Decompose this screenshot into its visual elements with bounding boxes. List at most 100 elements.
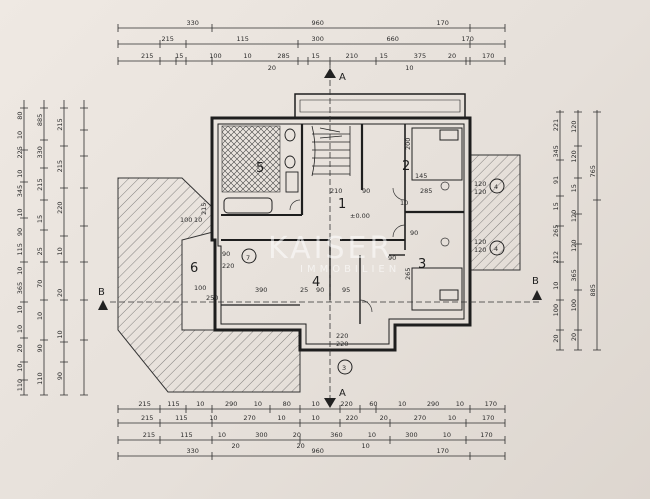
dim-right-0-3: 15 — [552, 202, 560, 210]
dim-bottom-2-5: 360 — [330, 431, 342, 439]
dim-bottom-1-1: 115 — [175, 414, 187, 422]
dim-top-2-1: 15 — [175, 52, 183, 60]
dim-bottom-0-2: 10 — [196, 400, 204, 408]
dim-right-0-7: 100 — [552, 304, 560, 316]
dim-bottom-1-0: 215 — [141, 414, 153, 422]
dim-left-2-3: 10 — [56, 247, 64, 255]
dim-right-0-1: 345 — [552, 145, 560, 157]
dim-bottom-1-3: 270 — [243, 414, 255, 422]
dim-room5-0: 215 — [200, 203, 208, 215]
dim-left-0-0: 80 — [16, 111, 24, 119]
circle-label-4a: 4 — [494, 183, 498, 191]
dim-room2-1: 145 — [415, 172, 427, 180]
dim-bottom-0-0: 215 — [138, 400, 150, 408]
dim-top-2-7: 15 — [380, 52, 388, 60]
dim-bottom-0-3: 290 — [225, 400, 237, 408]
dim-top-3-1: 10 — [405, 64, 413, 72]
dim-right-2-0: 765 — [589, 165, 597, 177]
dim-left-1-8: 110 — [36, 372, 44, 384]
dim-top-1-1: 115 — [237, 35, 249, 43]
dim-room5-1: 100 — [180, 216, 192, 224]
dim-top-0-0: 330 — [187, 19, 199, 27]
dim-left-0-14: 110 — [16, 379, 24, 391]
dim-top-2-5: 15 — [312, 52, 320, 60]
window-dim-2: 120 — [474, 238, 486, 246]
dim-bottom-2-7: 300 — [405, 431, 417, 439]
dim-left-0-7: 115 — [16, 243, 24, 255]
dim-left-0-1: 10 — [16, 131, 24, 139]
dim-left-0-9: 365 — [16, 282, 24, 294]
staircase — [311, 125, 351, 177]
dim-left-0-10: 10 — [16, 305, 24, 313]
dim-top-1-4: 170 — [462, 35, 474, 43]
room-label-1: 1 — [338, 197, 346, 212]
dim-top-1-3: 660 — [387, 35, 399, 43]
dim-right-0-6: 10 — [552, 282, 560, 290]
dim-right-1-1: 120 — [570, 150, 578, 162]
window-dim-1: 120 — [474, 188, 486, 196]
dim-left-2-2: 220 — [56, 202, 64, 214]
dim-bottom-2-8: 10 — [443, 431, 451, 439]
dim-stair-0: 210 — [330, 187, 342, 195]
circle-markers — [241, 178, 505, 375]
dim-left-0-12: 20 — [16, 344, 24, 352]
dim-room6_7-3: 250 — [206, 294, 218, 302]
dim-top-2-9: 20 — [448, 52, 456, 60]
dim-top-2-2: 100 — [209, 52, 221, 60]
dim-bottom-4-2: 170 — [437, 447, 449, 455]
dim-bath_mid-0: 220 — [336, 332, 348, 340]
dim-bath_mid-1: 220 — [336, 340, 348, 348]
dim-top-2-6: 210 — [346, 52, 358, 60]
dim-right-1-3: 120 — [570, 210, 578, 222]
window-dim-3: 120 — [474, 246, 486, 254]
section-B-right: B — [532, 276, 539, 287]
dim-left-0-13: 10 — [16, 364, 24, 372]
dim-stair-2: 285 — [420, 187, 432, 195]
dim-room4-0: 390 — [255, 286, 267, 294]
dim-bottom-2-9: 170 — [480, 431, 492, 439]
dim-left-2-0: 215 — [56, 118, 64, 130]
dim-bottom-0-4: 10 — [254, 400, 262, 408]
room-label-3: 3 — [418, 257, 426, 272]
dim-right-1-7: 20 — [570, 333, 578, 341]
dim-right-2-1: 885 — [589, 284, 597, 296]
section-B-left: B — [98, 287, 105, 298]
dim-bottom-0-8: 60 — [369, 400, 377, 408]
dim-right-1-5: 365 — [570, 269, 578, 281]
dim-bottom-3-2: 10 — [362, 442, 370, 450]
dim-bottom-1-2: 10 — [209, 414, 217, 422]
dim-right-0-2: 91 — [552, 176, 560, 184]
dim-bottom-2-3: 300 — [255, 431, 267, 439]
bathroom-tiles — [221, 125, 281, 193]
dim-room3-0: 90 — [410, 229, 418, 237]
dim-left-1-5: 70 — [36, 280, 44, 288]
dim-room5-2: 10 — [194, 216, 202, 224]
window-dim-0: 120 — [474, 180, 486, 188]
dim-bottom-0-7: 220 — [340, 400, 352, 408]
dim-left-0-2: 225 — [16, 146, 24, 158]
room-label-2: 2 — [402, 159, 410, 174]
dim-bottom-0-9: 10 — [398, 400, 406, 408]
dim-bottom-1-7: 20 — [380, 414, 388, 422]
dim-bottom-1-5: 10 — [312, 414, 320, 422]
dim-bottom-1-4: 10 — [277, 414, 285, 422]
dim-bottom-3-0: 20 — [232, 442, 240, 450]
dim-room6_7-2: 100 — [194, 284, 206, 292]
dim-bottom-2-2: 10 — [218, 431, 226, 439]
dim-bottom-1-6: 220 — [346, 414, 358, 422]
room-label-6: 6 — [190, 261, 198, 276]
dim-bottom-0-10: 290 — [427, 400, 439, 408]
dim-left-1-6: 10 — [36, 312, 44, 320]
dim-left-1-4: 25 — [36, 247, 44, 255]
dim-bottom-1-10: 170 — [482, 414, 494, 422]
dim-top-0-2: 170 — [437, 19, 449, 27]
dim-left-0-11: 10 — [16, 325, 24, 333]
dim-top-2-3: 10 — [243, 52, 251, 60]
dim-right-0-8: 20 — [552, 334, 560, 342]
dim-left-1-0: 885 — [36, 114, 44, 126]
dim-right-1-0: 120 — [570, 120, 578, 132]
dim-top-3-0: 20 — [268, 64, 276, 72]
